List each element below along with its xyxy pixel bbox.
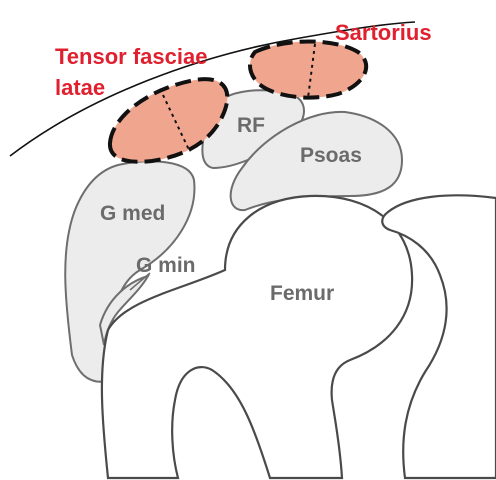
label-g-med: G med	[100, 202, 165, 225]
label-tensor-fasciae-latae-line1: Tensor fasciae	[55, 44, 207, 69]
label-sartorius: Sartorius	[335, 20, 432, 45]
label-tensor-fasciae-latae-line2: latae	[55, 75, 105, 100]
label-rf: RF	[237, 114, 265, 137]
label-femur: Femur	[270, 282, 334, 305]
label-psoas: Psoas	[300, 144, 362, 167]
label-g-min: G min	[136, 254, 196, 277]
sartorius-shape	[250, 42, 366, 98]
